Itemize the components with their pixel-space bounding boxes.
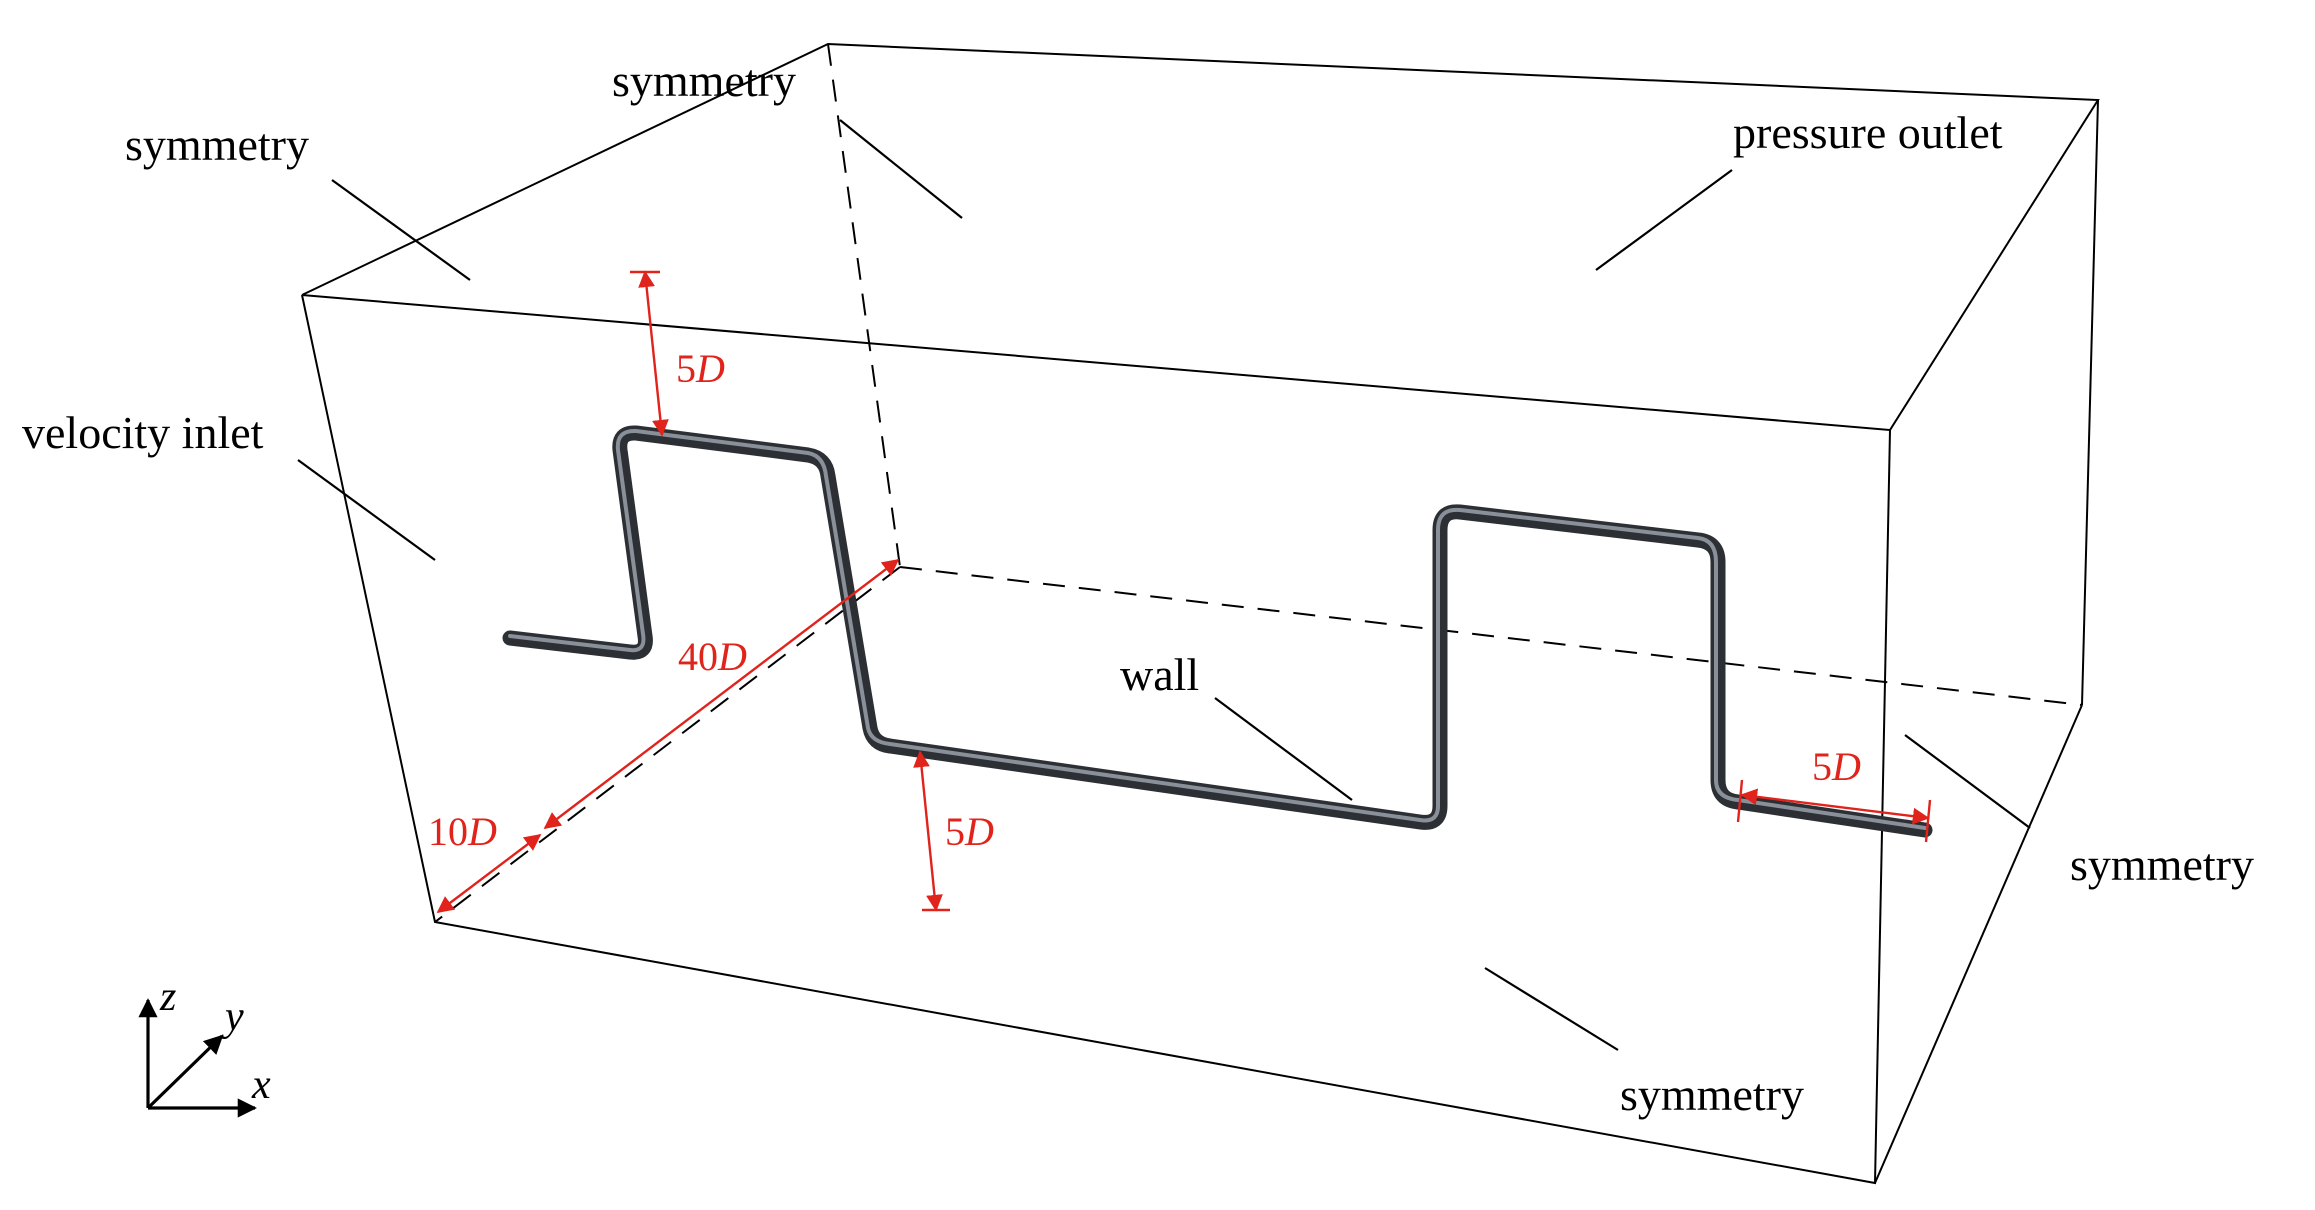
dim-label-top-clearance: 5D xyxy=(676,346,725,391)
tick-outlet-left xyxy=(1736,779,1744,823)
top-face-edges xyxy=(301,42,2100,431)
axes-triad-icon: z y x xyxy=(138,974,271,1118)
right-back-edge xyxy=(2081,99,2099,706)
axis-x-label: x xyxy=(251,1062,271,1108)
dim-label-length-40: 40D xyxy=(678,634,747,679)
hidden-left-bottom-edge xyxy=(434,566,901,923)
hidden-back-bottom-edge xyxy=(899,566,2083,706)
face-labels: symmetry symmetry pressure outlet veloci… xyxy=(22,55,2254,1120)
dim-label-outlet-5: 5D xyxy=(1812,744,1861,789)
front-face-edges xyxy=(301,294,1892,1185)
dim-outlet-5 xyxy=(1740,788,1930,825)
label-symmetry-left-top: symmetry xyxy=(125,119,309,170)
dim-length-40 xyxy=(543,558,900,830)
label-velocity-inlet: velocity inlet xyxy=(22,407,264,458)
leader-symmetry-back xyxy=(839,119,963,219)
axis-z-label: z xyxy=(159,974,176,1020)
dim-label-bottom-clearance: 5D xyxy=(945,809,994,854)
leader-symmetry-left-top xyxy=(331,179,471,281)
dimension-lines xyxy=(436,270,1932,914)
leader-pressure-outlet xyxy=(1595,169,1733,271)
label-wall: wall xyxy=(1120,649,1199,700)
dimension-labels: 5D 40D 10D 5D 5D xyxy=(428,346,1861,854)
hidden-vertical-edge xyxy=(827,43,901,568)
label-symmetry-right: symmetry xyxy=(2070,839,2254,890)
label-symmetry-back: symmetry xyxy=(612,55,796,106)
dim-inlet-10 xyxy=(436,833,542,914)
leader-symmetry-right xyxy=(1904,734,2031,829)
dim-bottom-clearance xyxy=(913,750,943,912)
leader-symmetry-bottom xyxy=(1484,967,1619,1051)
axis-y-label: y xyxy=(221,994,244,1040)
label-pressure-outlet: pressure outlet xyxy=(1733,107,2003,158)
label-symmetry-bottom: symmetry xyxy=(1620,1069,1804,1120)
dim-top-clearance xyxy=(638,270,669,437)
serpentine-pipe xyxy=(502,425,1933,838)
pipe-body xyxy=(502,425,1933,838)
pipe-highlight xyxy=(508,428,1927,830)
hidden-edges xyxy=(434,43,2083,923)
axis-y-line xyxy=(146,1034,224,1110)
leader-lines xyxy=(297,119,2031,1051)
domain-box xyxy=(301,42,2100,1185)
right-bottom-edge xyxy=(1874,704,2083,1184)
dim-label-inlet-10: 10D xyxy=(428,809,497,854)
leader-velocity-inlet xyxy=(297,459,436,561)
leader-wall xyxy=(1214,697,1353,801)
